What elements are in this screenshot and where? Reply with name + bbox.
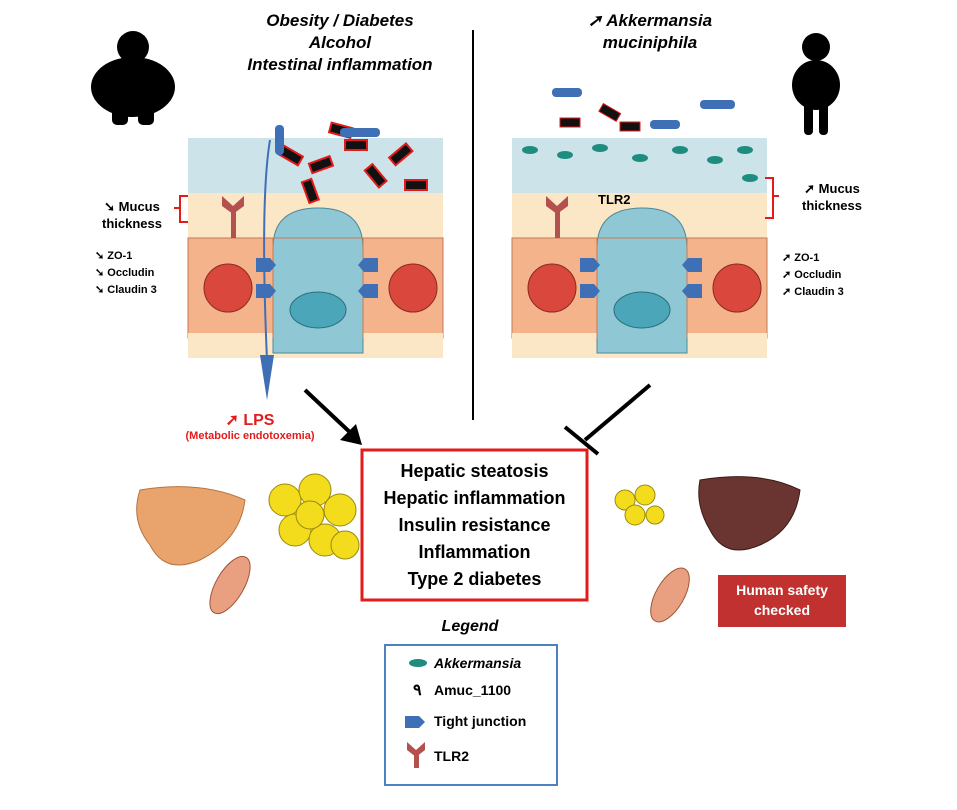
safety-badge-bg: [718, 575, 846, 627]
outcomes-box: [360, 448, 589, 602]
up-arrow-icon: ➚: [804, 181, 819, 196]
bacterium-icon: [409, 659, 427, 667]
amuc-protein-icon: ٩: [413, 682, 422, 699]
pathogenic-bacteria: [277, 121, 428, 205]
healthy-epithelium: [511, 137, 768, 359]
akkermansia-bacteria: [522, 144, 758, 182]
legend-label: Akkermansia: [434, 655, 522, 671]
right-junction-list: ➚ ZO-1 ➚ Occludin ➚ Claudin 3: [782, 252, 844, 298]
left-junction-list: ➘ ZO-1 ➘ Occludin ➘ Claudin 3: [95, 250, 157, 296]
right-mucus-label: ➚ Mucus thickness: [802, 181, 862, 213]
legend-box: [384, 644, 558, 786]
promote-arrow: [303, 388, 357, 439]
right-title-line: muciniphila: [602, 33, 698, 52]
left-title-line: Obesity / Diabetes: [266, 11, 414, 30]
right-title-line: ➚ Akkermansia: [587, 11, 713, 30]
adipose-right-icon: [614, 484, 665, 526]
mucus-bracket-left: [174, 195, 188, 223]
tlr2-label: TLR2: [598, 192, 631, 207]
legend-label: Amuc_1100: [434, 682, 512, 698]
legend-title: Legend: [441, 618, 499, 635]
lps-translocation-line: [263, 139, 271, 361]
liver-right-icon: [698, 476, 801, 551]
mucus-bracket-right: [765, 177, 779, 219]
down-arrow-icon: ➘: [104, 199, 119, 214]
tight-junction-icon: [405, 716, 425, 728]
inhibit-arrow: [583, 383, 652, 442]
obese-person-icon: [91, 31, 175, 125]
left-mucus-label: ➘ Mucus thickness: [102, 199, 162, 231]
lps-label: ➚ LPS (Metabolic endotoxemia): [185, 412, 315, 442]
left-title-line: Intestinal inflammation: [247, 55, 433, 74]
up-arrow-icon: ➚: [225, 412, 244, 429]
tlr2-receptor-icon: [407, 742, 425, 768]
legend-label: TLR2: [434, 748, 469, 764]
lps-arrowhead: [260, 355, 274, 400]
up-arrow-icon: ➚: [587, 11, 607, 30]
safety-badge: Human safety checked: [736, 582, 828, 618]
liver-left-icon: [136, 486, 246, 566]
adipose-left-icon: [268, 473, 360, 560]
left-title-line: Alcohol: [308, 33, 372, 52]
lean-person-icon: [792, 33, 840, 135]
legend-label: Tight junction: [434, 713, 527, 729]
muscle-left-icon: [209, 555, 251, 615]
muscle-right-icon: [650, 567, 690, 623]
